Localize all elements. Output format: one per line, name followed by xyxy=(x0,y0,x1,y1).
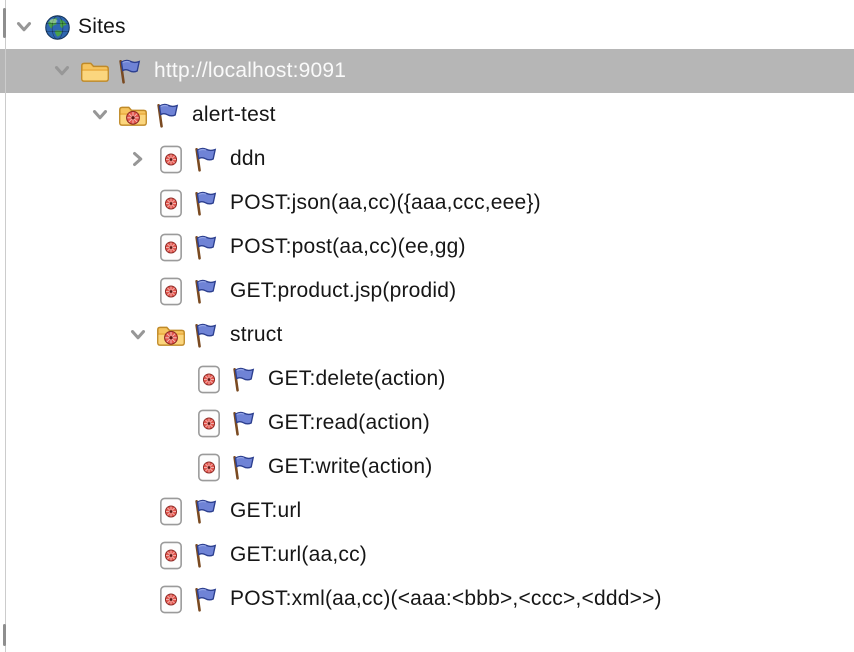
tree-node-alert-test[interactable]: alert-test xyxy=(0,93,854,137)
tree-node-post-post[interactable]: POST:post(aa,cc)(ee,gg) xyxy=(0,225,854,269)
page-target-icon xyxy=(194,407,224,439)
flag-icon xyxy=(230,410,257,437)
tree-node-post-json[interactable]: POST:json(aa,cc)({aaa,ccc,eee}) xyxy=(0,181,854,225)
chevron-expanded-icon[interactable] xyxy=(82,97,118,133)
flag-icon xyxy=(230,454,257,481)
folder-target-icon xyxy=(156,319,186,351)
page-target-icon xyxy=(156,539,186,571)
flag-icon xyxy=(192,146,219,173)
flag-icon xyxy=(230,366,257,393)
tree-node-post-xml[interactable]: POST:xml(aa,cc)(<aaa:<bbb>,<ccc>,<ddd>>) xyxy=(0,577,854,621)
page-target-icon xyxy=(156,583,186,615)
tree-node-label: POST:post(aa,cc)(ee,gg) xyxy=(230,235,466,258)
twisty-spacer xyxy=(120,185,156,221)
page-target-icon xyxy=(156,143,186,175)
folder-icon xyxy=(80,55,110,87)
page-target-icon xyxy=(156,187,186,219)
tree-node-label: GET:url xyxy=(230,499,302,522)
page-target-icon xyxy=(156,275,186,307)
tree-node-get-read[interactable]: GET:read(action) xyxy=(0,401,854,445)
twisty-spacer xyxy=(158,405,194,441)
twisty-spacer xyxy=(120,537,156,573)
tree-node-label: GET:product.jsp(prodid) xyxy=(230,279,457,302)
page-target-icon xyxy=(156,495,186,527)
tree-node-get-url-aa-cc[interactable]: GET:url(aa,cc) xyxy=(0,533,854,577)
chevron-collapsed-icon[interactable] xyxy=(120,141,156,177)
flag-icon xyxy=(192,190,219,217)
tree-node-label: POST:xml(aa,cc)(<aaa:<bbb>,<ccc>,<ddd>>) xyxy=(230,587,662,610)
flag-icon xyxy=(192,498,219,525)
globe-icon xyxy=(42,11,72,43)
tree-node-get-delete[interactable]: GET:delete(action) xyxy=(0,357,854,401)
chevron-expanded-icon[interactable] xyxy=(6,9,42,45)
flag-icon xyxy=(192,278,219,305)
tree-node-label: alert-test xyxy=(192,103,276,126)
flag-icon xyxy=(192,586,219,613)
page-target-icon xyxy=(194,363,224,395)
tree-node-label: http://localhost:9091 xyxy=(154,59,347,82)
chevron-expanded-icon[interactable] xyxy=(44,53,80,89)
flag-icon xyxy=(192,234,219,261)
folder-target-icon xyxy=(118,99,148,131)
twisty-spacer xyxy=(120,229,156,265)
tree-node-get-product-jsp[interactable]: GET:product.jsp(prodid) xyxy=(0,269,854,313)
scrollbar-tick-bottom xyxy=(3,624,6,646)
tree-node-label: GET:write(action) xyxy=(268,455,433,478)
twisty-spacer xyxy=(120,581,156,617)
tree-node-ddn[interactable]: ddn xyxy=(0,137,854,181)
tree-node-sites[interactable]: Sites xyxy=(0,5,854,49)
scrollbar-tick-top xyxy=(3,8,6,38)
page-target-icon xyxy=(194,451,224,483)
flag-icon xyxy=(154,102,181,129)
tree-node-label: POST:json(aa,cc)({aaa,ccc,eee}) xyxy=(230,191,541,214)
tree-node-site-localhost-9091[interactable]: http://localhost:9091 xyxy=(0,49,854,93)
twisty-spacer xyxy=(158,361,194,397)
tree-node-struct[interactable]: struct xyxy=(0,313,854,357)
page-target-icon xyxy=(156,231,186,263)
chevron-expanded-icon[interactable] xyxy=(120,317,156,353)
flag-icon xyxy=(116,58,143,85)
tree-node-label: GET:url(aa,cc) xyxy=(230,543,367,566)
flag-icon xyxy=(192,542,219,569)
flag-icon xyxy=(192,322,219,349)
tree-node-get-write[interactable]: GET:write(action) xyxy=(0,445,854,489)
tree-node-label: struct xyxy=(230,323,283,346)
tree-node-label: GET:read(action) xyxy=(268,411,430,434)
tree-node-get-url[interactable]: GET:url xyxy=(0,489,854,533)
tree-node-label: ddn xyxy=(230,147,266,170)
tree-node-label: GET:delete(action) xyxy=(268,367,446,390)
twisty-spacer xyxy=(120,493,156,529)
panel-left-divider xyxy=(5,0,6,652)
twisty-spacer xyxy=(120,273,156,309)
twisty-spacer xyxy=(158,449,194,485)
tree-node-label: Sites xyxy=(78,15,126,38)
